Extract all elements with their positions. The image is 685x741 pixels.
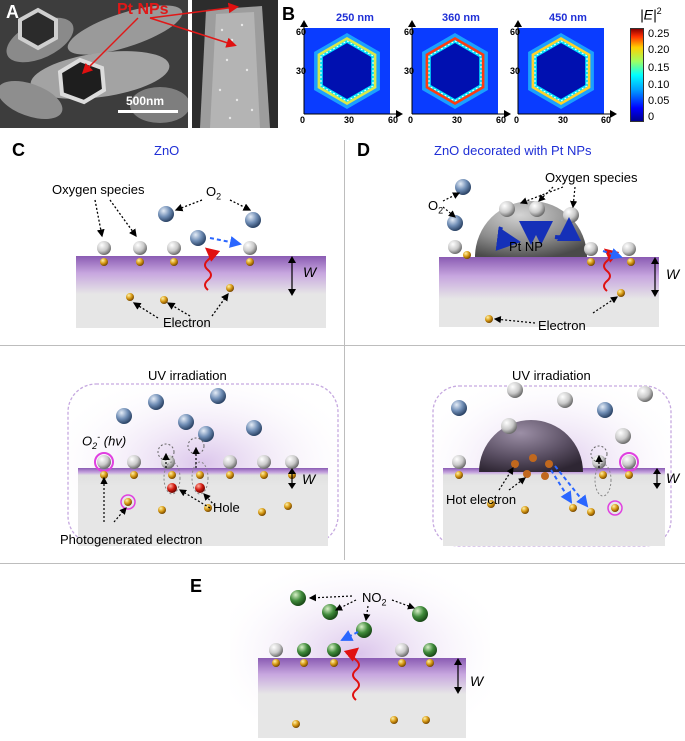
map3-xtick-60: 60: [601, 115, 612, 125]
c-o2minus-text: O: [82, 433, 93, 449]
scene-e: [230, 570, 490, 738]
d-o2-label: O2: [428, 198, 443, 216]
e-no2-text: NO: [362, 590, 382, 605]
map-xtick-30: 30: [344, 115, 355, 125]
cb-tick-015: 0.15: [648, 62, 670, 74]
c-uv-label: UV irradiation: [148, 368, 227, 383]
panel-letter-a: A: [6, 2, 19, 22]
field-maps: [300, 20, 617, 118]
cb-tick-025: 0.25: [648, 28, 670, 40]
cb-tick-0: 0: [648, 111, 655, 123]
scalebar-label: 500nm: [126, 94, 165, 108]
panel-c-title: ZnO: [154, 143, 180, 158]
e-no2-sub: 2: [381, 597, 387, 608]
map-title-250: 250 nm: [336, 12, 374, 24]
map-ytick-30: 30: [296, 66, 307, 76]
map2-ytick-60: 60: [404, 27, 415, 37]
map-title-360: 360 nm: [442, 12, 480, 24]
divider-bottom: [0, 563, 685, 564]
map2-ytick-0: 0: [408, 115, 414, 125]
scene-c-bottom: [67, 383, 339, 546]
d-o2-text: O: [428, 198, 439, 213]
field-map-360: [408, 20, 511, 118]
panel-letter-e: E: [190, 576, 203, 596]
panel-letter-d: D: [357, 140, 370, 160]
c-o2minus-label: O2- (hv): [82, 432, 126, 451]
d-top-w-label: W: [666, 266, 680, 282]
c-o2minus-sub: 2: [92, 440, 98, 451]
pt-nps-arrows: [81, 2, 239, 75]
map-ytick-60: 60: [296, 27, 307, 37]
field-map-450: [514, 20, 617, 118]
scene-d-top: [439, 179, 659, 327]
d-ptnp-label: Pt NP: [509, 239, 543, 254]
panel-letter-c: C: [12, 140, 25, 160]
scene-d-bottom: [432, 382, 672, 547]
cb-tick-005: 0.05: [648, 95, 670, 107]
colorbar-title-text: |E|: [640, 6, 657, 23]
map3-xtick-30: 30: [558, 115, 569, 125]
colorbar-title: |E|2: [640, 6, 662, 23]
d-bottom-w-label: W: [666, 470, 680, 486]
map-ytick-0: 0: [300, 115, 306, 125]
field-map-250: [300, 20, 403, 118]
c-top-w-label: W: [303, 264, 317, 280]
panel-letter-b: B: [282, 4, 295, 24]
colorbar-title-sup: 2: [656, 6, 662, 16]
cb-tick-020: 0.20: [648, 44, 670, 56]
d-uv-label: UV irradiation: [512, 368, 591, 383]
c-hv-text: (hv): [103, 433, 127, 449]
map-xtick-60: 60: [388, 115, 399, 125]
c-electron-label: Electron: [163, 315, 211, 330]
c-photo-label: Photogenerated electron: [60, 532, 203, 547]
map-title-450: 450 nm: [549, 12, 587, 24]
c-o2-sub: 2: [216, 191, 222, 202]
map3-ytick-60: 60: [510, 27, 521, 37]
pt-nps-label: Pt NPs: [117, 1, 169, 18]
c-o2minus-sup: -: [97, 432, 101, 442]
e-no2-label: NO2: [362, 590, 387, 608]
d-o2-sub: 2: [438, 205, 444, 216]
d-oxygen-species-label: Oxygen species: [545, 170, 638, 185]
map2-xtick-60: 60: [496, 115, 507, 125]
c-hole-label: Hole: [213, 500, 240, 515]
sem-image-right: [192, 0, 278, 128]
scene-c-top: [76, 199, 326, 328]
divider-vertical: [344, 140, 345, 560]
divider-middle: [0, 345, 685, 346]
d-hot-label: Hot electron: [446, 492, 517, 507]
c-oxygen-species-label: Oxygen species: [52, 182, 145, 197]
panel-d-title: ZnO decorated with Pt NPs: [434, 143, 592, 158]
cb-tick-010: 0.10: [648, 79, 670, 91]
c-o2-text: O: [206, 184, 217, 199]
map3-ytick-30: 30: [510, 66, 521, 76]
e-w-label: W: [470, 673, 484, 689]
c-bottom-w-label: W: [302, 471, 316, 487]
d-electron-label: Electron: [538, 318, 586, 333]
map3-ytick-0: 0: [514, 115, 520, 125]
c-o2-label: O2: [206, 184, 221, 202]
map2-ytick-30: 30: [404, 66, 415, 76]
map2-xtick-30: 30: [452, 115, 463, 125]
colorbar: [630, 28, 644, 122]
